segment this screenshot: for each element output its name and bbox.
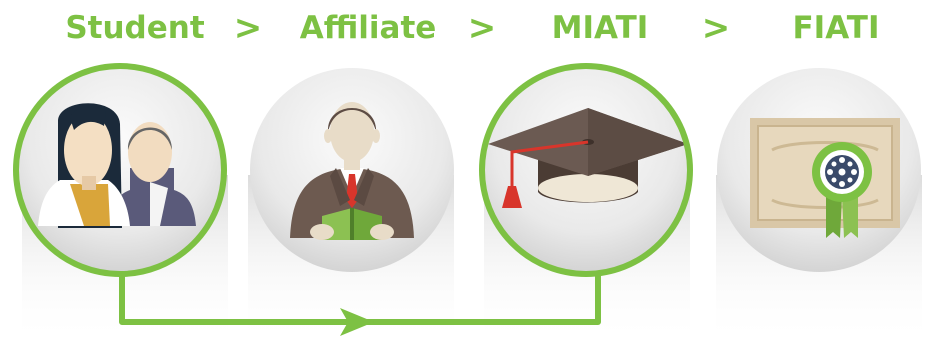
step-label-student: Student <box>65 10 205 46</box>
graduation-cap-icon <box>488 108 688 208</box>
step-label-miati: MIATI <box>551 10 649 46</box>
highlight-ring-student <box>13 63 227 277</box>
separator-arrow: > <box>701 8 731 48</box>
highlight-ring-miati <box>479 63 693 277</box>
separator-arrow: > <box>467 8 497 48</box>
connector-arrow-icon <box>340 308 374 336</box>
step-label-affiliate: Affiliate <box>299 10 437 46</box>
separator-arrow: > <box>233 8 263 48</box>
certificate-icon <box>750 118 900 238</box>
students-icon <box>38 103 196 228</box>
step-label-fiati: FIATI <box>792 10 880 46</box>
reader-icon <box>290 102 414 240</box>
